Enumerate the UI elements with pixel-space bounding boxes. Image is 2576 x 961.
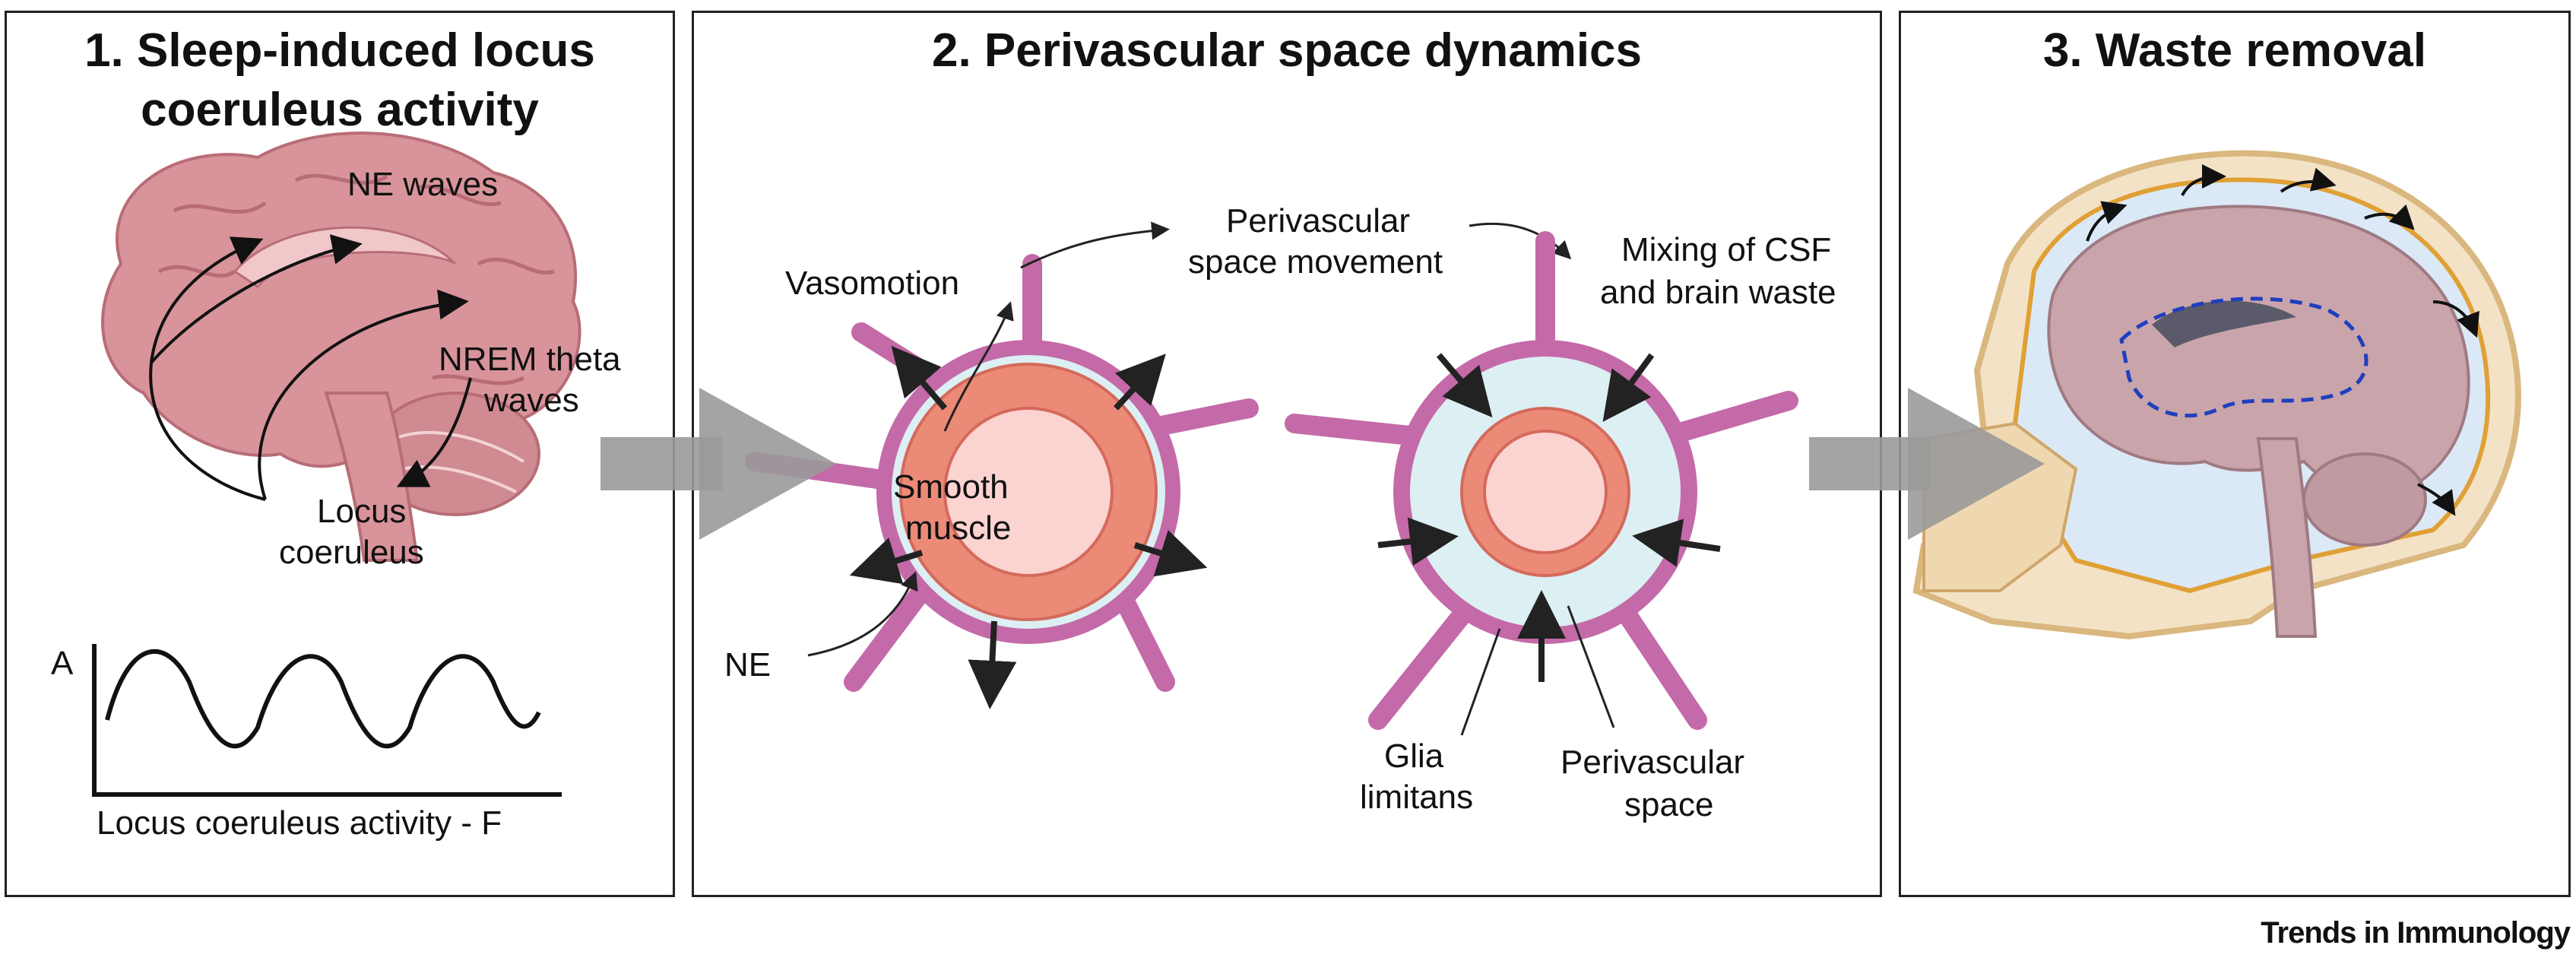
graph-axes: [92, 644, 562, 797]
label-pv-movement-line2: space movement: [1188, 243, 1443, 281]
label-smooth-muscle-line2: muscle: [905, 509, 1012, 547]
panel3-title: 3. Waste removal: [2042, 24, 2427, 77]
panel-perivascular-dynamics: 2. Perivascular space dynamics: [692, 11, 1882, 897]
panel2-title: 2. Perivascular space dynamics: [931, 24, 1643, 77]
label-glia-line2: limitans: [1360, 779, 1474, 816]
activity-sine-wave: [105, 649, 541, 749]
transition-arrow-2-to-3: [1809, 388, 2045, 540]
label-ne-waves: NE waves: [347, 166, 499, 203]
label-nrem-line2: waves: [484, 382, 579, 419]
label-locus-line1: Locus: [317, 493, 407, 530]
vessel-lumen-left: [943, 407, 1114, 577]
mixing-arrows: [1377, 353, 1721, 682]
label-mixing-line2: and brain waste: [1600, 274, 1836, 311]
csf-flow-path: [2119, 297, 2368, 418]
ventricle: [2152, 300, 2296, 347]
cerebellum: [2302, 452, 2427, 547]
label-pv-movement-line1: Perivascular: [1226, 202, 1411, 239]
label-perivascular-space-line1: Perivascular: [1560, 744, 1745, 781]
waste-outflow-arrows: [2086, 164, 2479, 516]
perivascular-illustration: [745, 221, 1798, 736]
brainstem: [324, 392, 420, 562]
graph-x-label: Locus coeruleus activity - F: [97, 804, 502, 842]
panel1-title-line2: coeruleus activity: [141, 84, 539, 136]
label-glia-line1: Glia: [1384, 737, 1444, 775]
label-mixing-line1: Mixing of CSF: [1621, 231, 1832, 268]
brain-cortex: [101, 132, 581, 468]
graph-y-label: A: [51, 645, 74, 682]
label-perivascular-space-line2: space: [1624, 786, 1714, 823]
label-smooth-muscle-line1: Smooth: [893, 468, 1009, 506]
label-locus-line2: coeruleus: [279, 534, 424, 571]
brain-sagittal-illustration: [92, 132, 581, 797]
vessel-lumen-right: [1483, 430, 1608, 554]
journal-credit: Trends in Immunology: [2261, 916, 2571, 950]
panel1-title-line1: 1. Sleep-induced locus: [84, 24, 595, 77]
panel-locus-coeruleus: 1. Sleep-induced locus coeruleus activit…: [5, 11, 675, 897]
label-nrem-line1: NREM theta: [439, 341, 621, 378]
label-ne: NE: [724, 646, 772, 683]
brainstem: [2256, 437, 2318, 638]
label-vasomotion: Vasomotion: [785, 265, 960, 302]
vasomotion-arrows: [849, 345, 1208, 709]
transition-arrow-1-to-2: [600, 388, 836, 540]
